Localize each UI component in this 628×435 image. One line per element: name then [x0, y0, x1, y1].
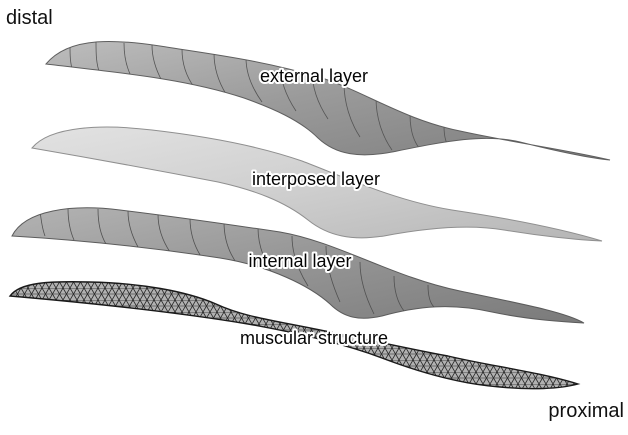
- muscular-structure-label: muscular structure: [240, 328, 388, 348]
- external-layer-label: external layer: [260, 66, 368, 86]
- distal-label: distal: [6, 8, 53, 28]
- proximal-label: proximal: [548, 401, 624, 421]
- interposed-layer-label: interposed layer: [252, 169, 380, 189]
- muscular-structure: muscular structure: [0, 280, 628, 400]
- internal-layer-label: internal layer: [248, 251, 351, 271]
